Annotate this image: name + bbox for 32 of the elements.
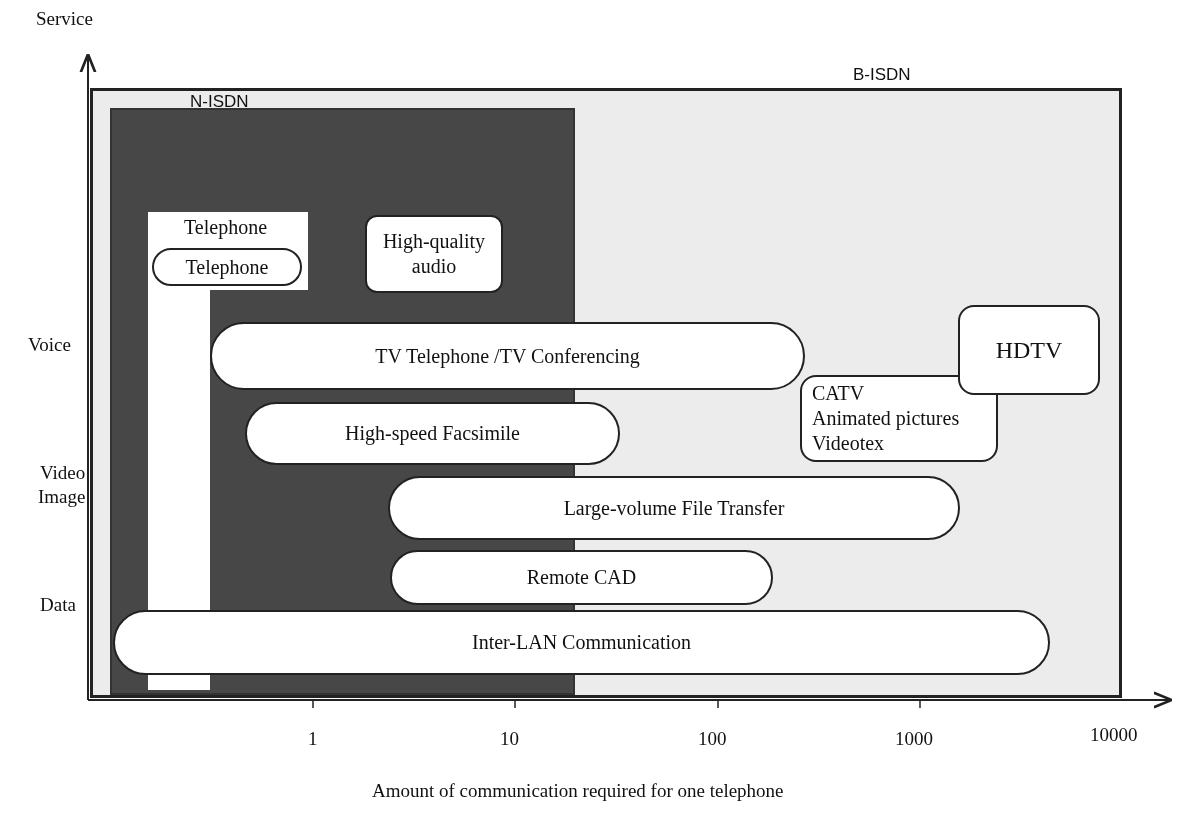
service-pill <box>113 610 1050 675</box>
service-label: Inter-LAN Communication <box>472 630 691 655</box>
service-label: CATV <box>812 381 865 406</box>
service-box <box>958 305 1100 395</box>
service-pill <box>152 248 302 286</box>
region-title: N-ISDN <box>190 91 249 113</box>
row-label: Image <box>38 486 86 508</box>
service-box <box>800 375 998 462</box>
service-label: Large-volume File Transfer <box>563 495 785 521</box>
service-label: Remote CAD <box>526 565 637 590</box>
axis-title: Service <box>36 8 93 30</box>
service-label: TV Telephone /TV Conferencing <box>375 343 640 369</box>
service-pill <box>210 322 805 390</box>
service-label: Videotex <box>812 431 885 456</box>
row-label: Voice <box>28 334 71 356</box>
row-label: Video <box>40 462 86 484</box>
service-label: High-quality audio <box>381 229 487 279</box>
tick-label: 10000 <box>1090 724 1138 746</box>
service-label: High-speed Facsimile <box>345 421 520 446</box>
service-label: HDTV <box>995 337 1063 363</box>
area-title: Telephone <box>184 216 267 239</box>
tick-label: 1 <box>308 728 318 750</box>
axis-title: Amount of communication required for one telephone <box>372 780 784 802</box>
tick-label: 100 <box>698 728 727 750</box>
service-label: Telephone <box>185 254 269 280</box>
row-label: Data <box>40 594 76 616</box>
tick-label: 10 <box>500 728 519 750</box>
service-box <box>365 215 503 293</box>
service-label: Animated pictures <box>812 406 960 431</box>
tick-label: 1000 <box>895 728 933 750</box>
service-pill <box>390 550 773 605</box>
region-title: B-ISDN <box>853 64 911 86</box>
